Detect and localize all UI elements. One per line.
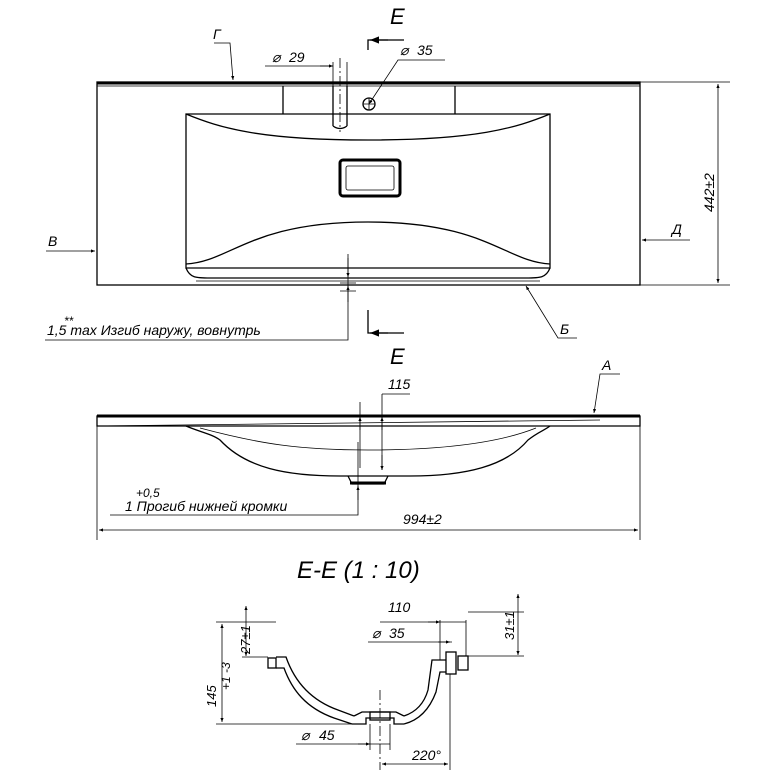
- plan-dim-35-leader: [368, 59, 445, 105]
- dim-45-label: 45: [319, 727, 335, 743]
- bend-ticks: [340, 282, 356, 292]
- letter-a: А: [601, 357, 611, 373]
- section-right-notch: [445, 651, 457, 675]
- section-overflow-block: [457, 655, 469, 671]
- section-mark-top: [367, 39, 404, 50]
- section-view: E-E (1 : 10) 27±1 145 +1 -3 110 ⌀ 35: [204, 557, 524, 770]
- dim-442-ext: [640, 81, 730, 286]
- plan-countertop-outline: [96, 81, 641, 286]
- plan-basin-outline: [185, 113, 551, 269]
- plan-dim-35-diameter-icon: ⌀: [400, 42, 410, 58]
- letter-b: Б: [560, 321, 569, 337]
- deflection-note-label: 1 Прогиб нижней кромки: [125, 498, 288, 514]
- bend-note-label: 1,5 max Изгиб наружу, вовнутрь: [47, 322, 261, 338]
- letter-g: Г: [213, 26, 222, 42]
- plan-front-lip: [185, 267, 551, 279]
- dim-115-label: 115: [388, 376, 411, 392]
- dim-220-label: 220°: [411, 747, 441, 763]
- dim-994-ext: [96, 426, 641, 540]
- dim-145-ext: [216, 621, 352, 725]
- front-bowl-inner: [199, 427, 537, 451]
- dim-115-ext: [359, 394, 383, 470]
- dim-27-ext: [242, 621, 276, 658]
- section-letter-bottom: E: [390, 344, 405, 369]
- dim-35-section-label: 35: [389, 625, 405, 641]
- plan-basin-upper-curve: [185, 113, 551, 141]
- leader-b: [525, 285, 577, 339]
- section-letter-top: E: [390, 4, 405, 29]
- deflection-leader: [110, 442, 359, 516]
- dim-31-ext: [468, 611, 524, 657]
- plan-faucet-deck: [282, 86, 456, 114]
- letter-d: Д: [670, 221, 682, 237]
- front-slope: [96, 419, 601, 427]
- plan-dim-29-diameter-icon: ⌀: [272, 49, 282, 65]
- letter-v: В: [48, 233, 57, 249]
- dim-110-ext: [439, 620, 467, 660]
- dim-27-label: 27±1: [238, 625, 253, 655]
- plan-basin-lower-curve: [185, 221, 551, 265]
- dim-45-ext: [369, 724, 391, 750]
- leader-a: [593, 373, 620, 414]
- section-left-notch: [267, 657, 277, 669]
- front-view: 115 А 1 Прогиб нижней кромки +0,5 994±2: [96, 357, 641, 540]
- plan-dim-35-label: 35: [417, 42, 433, 58]
- dim-145-tolerance: +1 -3: [219, 662, 233, 690]
- plan-overflow-inner: [345, 165, 395, 191]
- section-mark-bottom: [367, 310, 404, 334]
- plan-overflow-outer: [338, 158, 402, 198]
- leader-g: [214, 42, 235, 81]
- plan-view: ⌀ 29 ⌀ 35 E E Г В Д Б 442±2: [45, 4, 730, 369]
- dim-442-label: 442±2: [701, 173, 717, 212]
- section-bottom: [352, 711, 405, 725]
- front-bowl-outline: [185, 425, 551, 477]
- bend-note-sup: **: [64, 314, 74, 328]
- deflection-note-sup: +0,5: [136, 486, 160, 500]
- section-right-wall: [403, 659, 446, 725]
- section-left-wall: [276, 656, 355, 725]
- plan-faucet-bore: [332, 86, 348, 130]
- dim-145-label: 145: [204, 685, 219, 707]
- plan-dim-29-label: 29: [288, 49, 305, 65]
- dim-31-label: 31±1: [502, 611, 517, 640]
- dim-35-section-diameter-icon: ⌀: [372, 625, 382, 641]
- dim-110-label: 110: [388, 599, 411, 615]
- section-title: E-E (1 : 10): [297, 557, 420, 584]
- dim-994-label: 994±2: [403, 511, 442, 527]
- dim-45-diameter-icon: ⌀: [301, 727, 311, 743]
